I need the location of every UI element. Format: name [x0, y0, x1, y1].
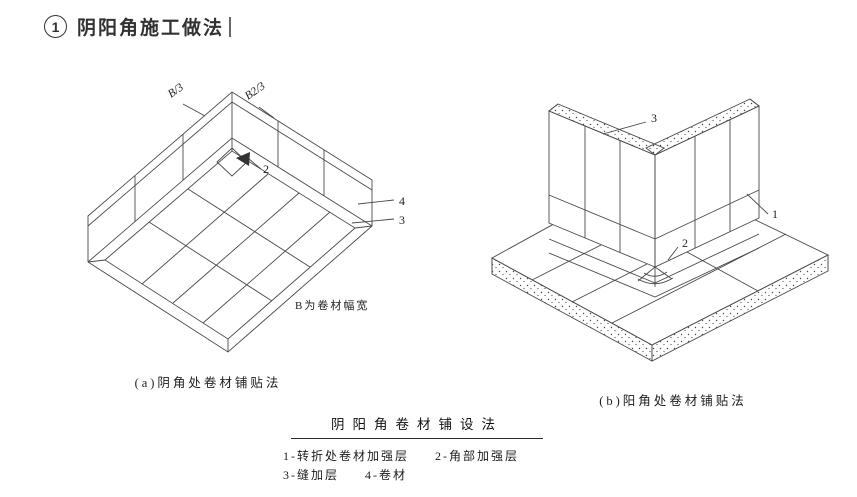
legend-item-3: 3-缝加层	[283, 468, 339, 482]
legend-line-2: 3-缝加层 4-卷材	[283, 466, 433, 483]
arrowhead	[236, 152, 250, 166]
roll-width-note: B为卷材幅宽	[295, 298, 369, 312]
legend-item-1: 1-转折处卷材加强层	[283, 449, 409, 463]
inner-corner-drawing	[87, 91, 395, 353]
callout-2-label: 2	[263, 162, 269, 176]
text-cursor	[229, 16, 231, 37]
callout-3-label: 3	[399, 213, 405, 227]
callout-3-label: 3	[651, 111, 657, 125]
legend-item-4: 4-卷材	[365, 468, 407, 482]
page-title: 1 阴阳角施工做法	[44, 13, 231, 40]
callout-4-label: 4	[399, 194, 405, 208]
caption-a: (a)阴角处卷材铺贴法	[134, 376, 282, 390]
callout-1-label: 1	[772, 207, 778, 221]
inner-corner-diagram: B/3 B2/3 2 4 3 B为卷材幅宽	[87, 80, 405, 353]
title-number-circled: 1	[44, 15, 67, 38]
legend-item-2: 2-角部加强层	[435, 449, 519, 463]
outer-corner-drawing	[491, 98, 830, 362]
dim-label-b3: B/3	[166, 81, 186, 100]
callout-2-label: 2	[682, 236, 688, 250]
title-text: 阴阳角施工做法	[77, 18, 225, 39]
caption-b: (b)阳角处卷材铺贴法	[599, 394, 747, 408]
legend-line-1: 1-转折处卷材加强层 2-角部加强层	[283, 447, 545, 464]
legend-title: 阴阳角卷材铺设法	[291, 413, 543, 439]
outer-corner-diagram: 3 1 2	[491, 98, 830, 362]
dim-label-b23: B2/3	[243, 80, 268, 102]
